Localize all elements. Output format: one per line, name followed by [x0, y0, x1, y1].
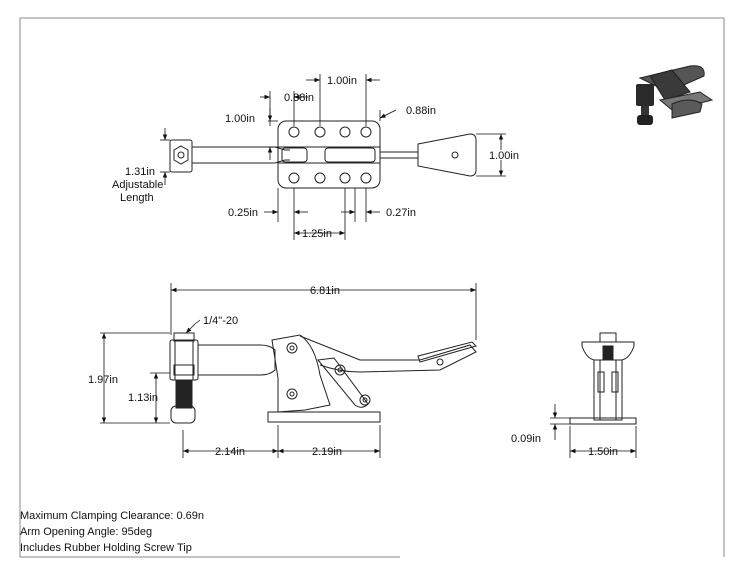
side-view-base — [267, 411, 381, 423]
thread-spec: 1/4"-20 — [203, 315, 238, 327]
end-view-dimensions — [550, 404, 637, 458]
top-view-handle-paddle — [417, 133, 477, 177]
adjustable-label: Adjustable — [112, 179, 163, 191]
side-view-body — [271, 334, 331, 413]
dim-0-88-left: 0.88in — [284, 92, 314, 104]
top-view-screw-block — [169, 139, 193, 173]
dim-1-00-left: 1.00in — [225, 113, 255, 125]
dim-1-13: 1.13in — [128, 392, 158, 404]
side-view-dimensions — [100, 283, 477, 458]
note-rubber-tip: Includes Rubber Holding Screw Tip — [20, 542, 192, 554]
note-clamping-clearance: Maximum Clamping Clearance: 0.69n — [20, 510, 205, 522]
side-view-arm — [197, 344, 276, 376]
side-view-handle — [299, 335, 477, 373]
dim-1-00-right: 1.00in — [489, 150, 519, 162]
top-view-dimensions — [160, 74, 506, 240]
top-view-hex-nut — [173, 145, 189, 165]
end-view-base — [569, 417, 637, 425]
side-view — [169, 332, 477, 424]
end-view — [569, 332, 637, 425]
side-view-rubber-tip — [170, 405, 196, 424]
end-view-body — [593, 359, 623, 421]
dim-1-31: 1.31in — [125, 166, 155, 178]
note-arm-opening-angle: Arm Opening Angle: 95deg — [20, 526, 153, 538]
length-label: Length — [120, 192, 154, 204]
top-view — [169, 120, 477, 189]
dim-1-97: 1.97in — [88, 374, 118, 386]
dim-0-88-right: 0.88in — [406, 105, 436, 117]
dim-1-25: 1.25in — [302, 228, 332, 240]
dim-0-09: 0.09in — [511, 433, 541, 445]
dim-1-00-top: 1.00in — [327, 75, 357, 87]
sheet-border — [19, 17, 725, 558]
side-view-screw-thread — [175, 379, 193, 409]
dim-2-19: 2.19in — [312, 446, 342, 458]
top-view-base-plate — [277, 120, 381, 189]
top-view-arm — [192, 146, 290, 164]
dim-1-50: 1.50in — [588, 446, 618, 458]
dim-2-14: 2.14in — [215, 446, 245, 458]
dim-6-81: 6.81in — [310, 285, 340, 297]
dim-0-25: 0.25in — [228, 207, 258, 219]
isometric-clamp-thumbnail — [636, 65, 714, 125]
dim-0-27: 0.27in — [386, 207, 416, 219]
